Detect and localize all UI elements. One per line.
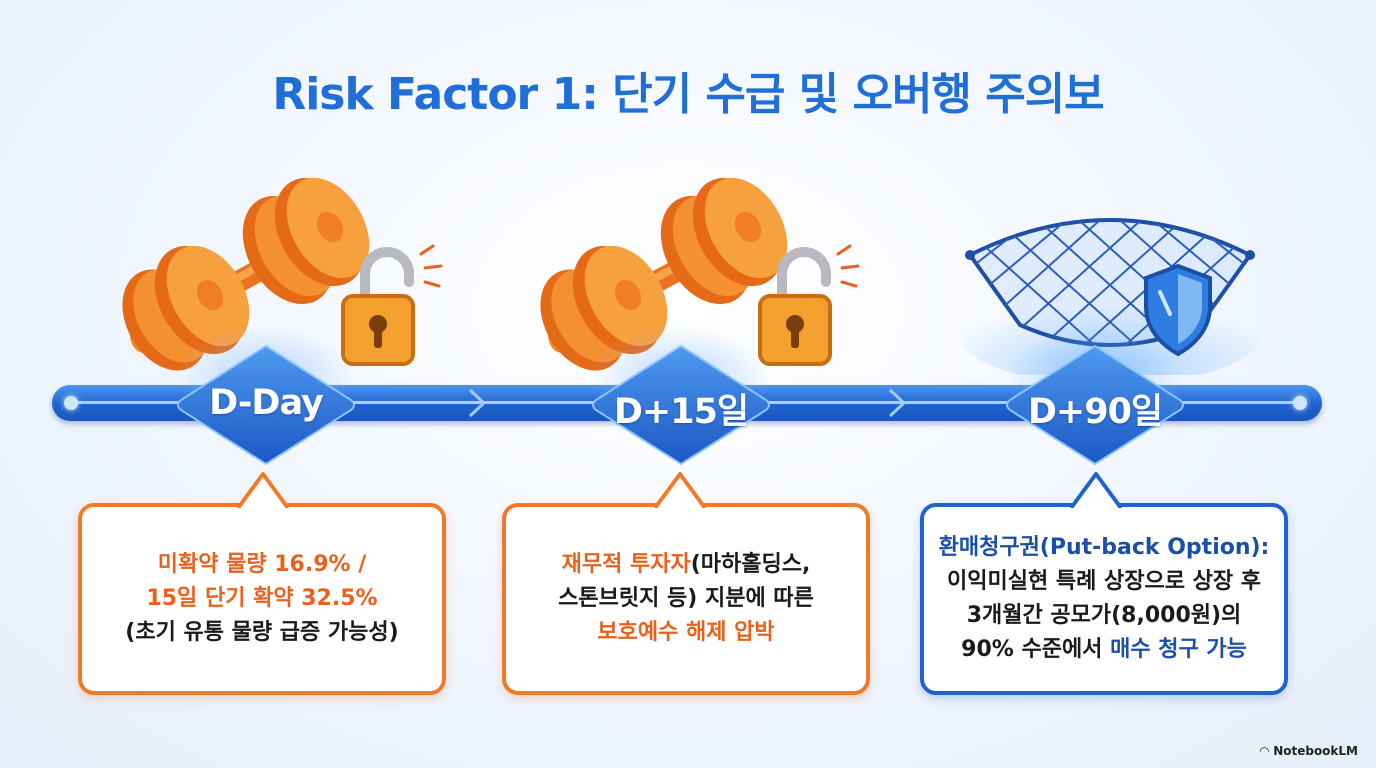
notebooklm-logo-icon: ◠ <box>1259 744 1274 758</box>
page-title: Risk Factor 1: 단기 수급 및 오버행 주의보 <box>272 69 1104 120</box>
card-pointer <box>1069 472 1123 508</box>
card-text: 스톤브릿지 등) 지분에 따른 <box>558 586 814 611</box>
card-pointer <box>653 472 707 508</box>
dumbbell-icon <box>122 177 370 371</box>
card-highlight-text: 보호예수 해제 압박 <box>597 620 775 645</box>
chevron-right-icon <box>468 388 487 418</box>
card-text: (초기 유통 물량 급증 가능성) <box>125 620 399 645</box>
card-text: 이익미실현 특례 상장으로 상장 후 <box>947 569 1261 594</box>
unlocked-padlock-icon <box>341 244 443 366</box>
risk-card-d90: 환매청구권(Put-back Option): 이익미실현 특례 상장으로 상장… <box>920 503 1288 695</box>
milestone-label-d90: D+90일 <box>1027 392 1163 432</box>
card-highlight-text: 재무적 투자자 <box>561 552 691 577</box>
risk-card-d15: 재무적 투자자(마하홀딩스, 스톤브릿지 등) 지분에 따른 보호예수 해제 압… <box>502 503 870 695</box>
milestone-marker <box>592 344 770 466</box>
card-highlight-text: 환매청구권(Put-back Option): <box>938 535 1270 560</box>
card-text: 90% 수준에서 <box>961 637 1111 662</box>
card-pointer <box>236 472 290 508</box>
card-highlight-text: 15일 단기 확약 32.5% <box>146 586 378 611</box>
timeline-end-dot <box>1293 396 1307 410</box>
timeline-start-dot <box>64 396 78 410</box>
milestone-marker <box>1006 344 1184 466</box>
card-text-line: 재무적 투자자(마하홀딩스, <box>562 548 811 582</box>
milestone-label-dday: D-Day <box>209 383 324 423</box>
milestone-label-d15: D+15일 <box>613 392 749 432</box>
chevron-right-icon <box>888 388 907 418</box>
brand-watermark: ◠ NotebookLM <box>1259 744 1358 758</box>
card-highlight-text: 매수 청구 가능 <box>1110 637 1247 662</box>
card-text: 3개월간 공모가(8,000원)의 <box>966 603 1242 628</box>
card-text: (마하홀딩스, <box>690 552 811 577</box>
risk-card-dday: 미확약 물량 16.9% / 15일 단기 확약 32.5% (초기 유통 물량… <box>78 503 446 695</box>
card-text-line: 90% 수준에서 매수 청구 가능 <box>961 633 1247 667</box>
unlocked-padlock-icon <box>758 244 860 366</box>
dumbbell-icon <box>540 177 788 371</box>
card-highlight-text: 미확약 물량 16.9% / <box>157 552 367 577</box>
shield-icon <box>1144 263 1212 357</box>
milestone-marker <box>177 344 355 466</box>
